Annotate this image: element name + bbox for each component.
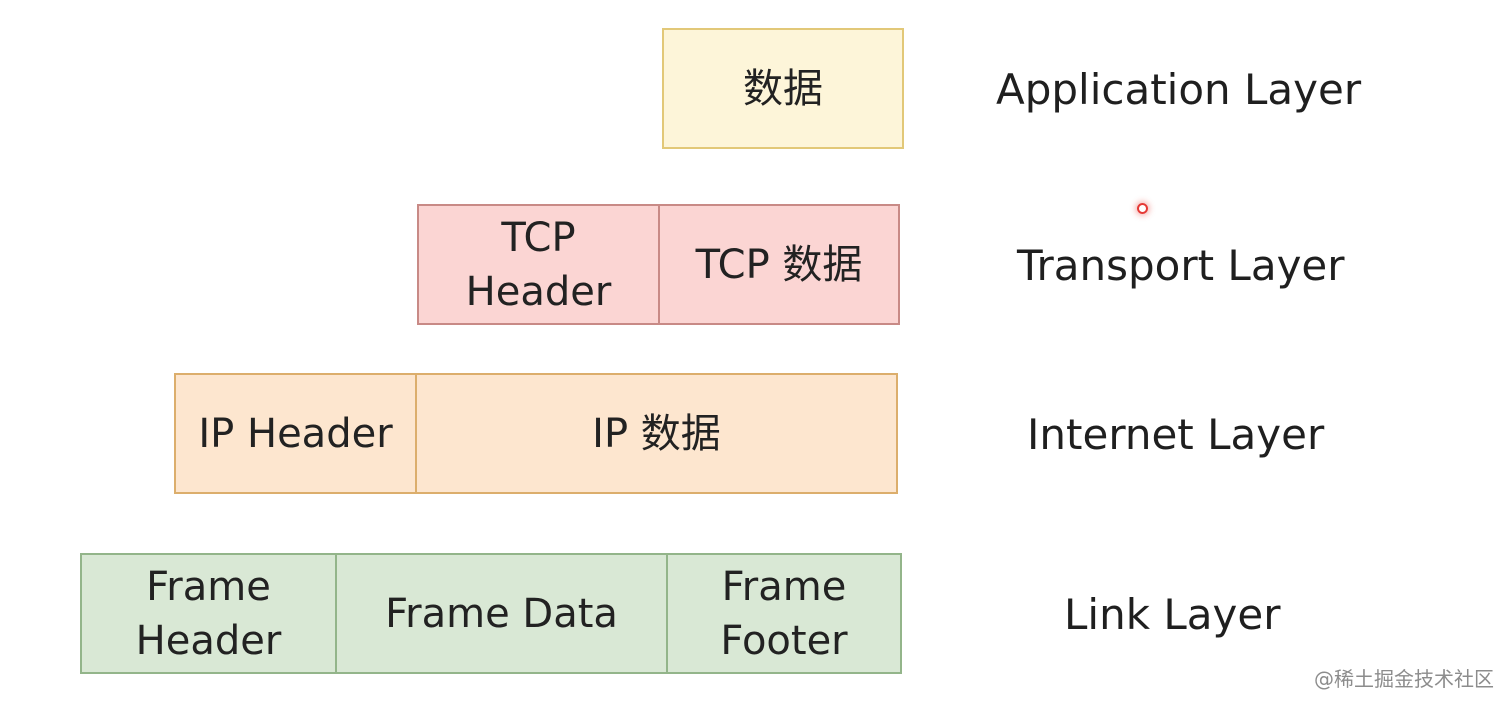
frame-footer-cell: Frame Footer [666,553,902,674]
application-layer-label: Application Layer [996,65,1362,114]
frame-header-cell: Frame Header [80,553,337,674]
link-layer-label: Link Layer [1064,590,1281,639]
application-data-cell: 数据 [662,28,904,149]
tcp-data-cell: TCP 数据 [658,204,900,325]
mouse-cursor-indicator [1137,203,1148,214]
ip-data-cell: IP 数据 [415,373,898,494]
watermark: @稀土掘金技术社区 [1314,667,1494,691]
tcp-header-cell: TCP Header [417,204,660,325]
transport-layer-label: Transport Layer [1017,241,1345,290]
internet-layer-label: Internet Layer [1027,410,1325,459]
ip-header-cell: IP Header [174,373,417,494]
frame-data-cell: Frame Data [335,553,668,674]
